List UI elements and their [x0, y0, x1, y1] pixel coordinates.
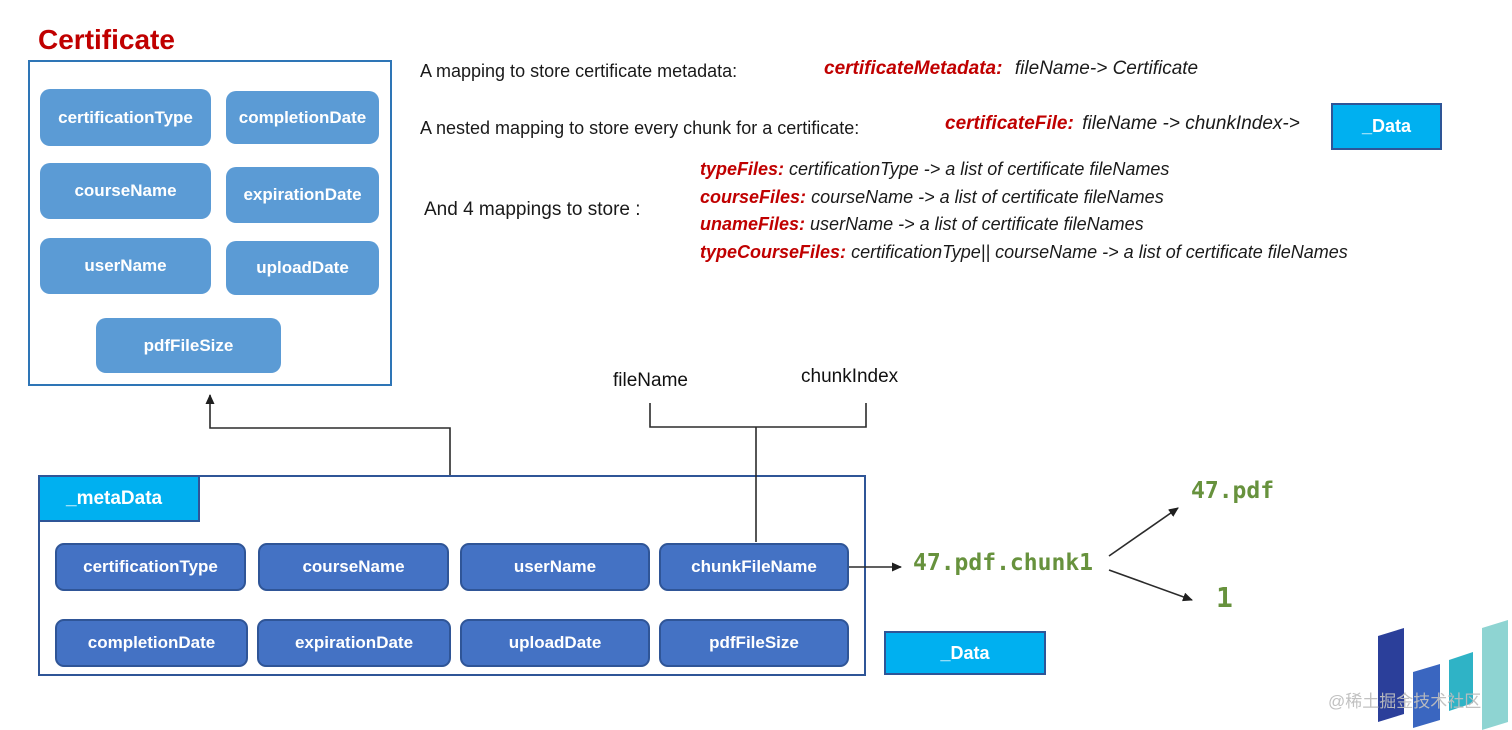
mapping-metadata-label: A mapping to store certificate metadata:: [420, 61, 738, 81]
certificate-field-completionDate: completionDate: [226, 91, 379, 144]
chunk-filename-example: 47.pdf.chunk1: [913, 550, 1094, 576]
bracket-fileName-chunkIndex: [649, 403, 867, 428]
bracket-label-chunkIndex: chunkIndex: [801, 366, 899, 387]
arrow-example-to-index: [1108, 569, 1193, 602]
logo-bar-3: [1449, 652, 1473, 711]
logo-bar-4: [1482, 620, 1508, 730]
mapping-unameFiles-key: unameFiles:: [700, 214, 806, 234]
mapping-unameFiles-value: userName -> a list of certificate fileNa…: [810, 214, 1144, 234]
mapping-typeCourseFiles-key: typeCourseFiles:: [700, 241, 847, 262]
arrow-metadata-to-certificate: [205, 394, 451, 475]
certificate-field-uploadDate: uploadDate: [226, 241, 379, 295]
metadata-field-userName: userName: [460, 543, 650, 591]
certificate-field-expirationDate: expirationDate: [226, 167, 379, 223]
mapping-typeFiles-key: typeFiles:: [700, 159, 785, 179]
metadata-field-courseName: courseName: [258, 543, 449, 591]
mapping-typeFiles: typeFiles: certificationType -> a list o…: [700, 156, 1348, 184]
metadata-tab: _metaData: [38, 475, 200, 522]
filename-example: 47.pdf: [1191, 478, 1275, 504]
chunk-index-example: 1: [1216, 581, 1233, 614]
mapping-typeFiles-value: certificationType -> a list of certifica…: [789, 159, 1170, 179]
certificate-field-certificationType: certificationType: [40, 89, 211, 146]
watermark-text: @稀土掘金技术社区: [1328, 692, 1482, 711]
certificate-field-courseName: courseName: [40, 163, 211, 219]
juejin-logo-icon: [1378, 620, 1508, 730]
mapping-typeCourseFiles: typeCourseFiles: certificationType|| cou…: [700, 239, 1348, 267]
mapping-file-definition: certificateFile: fileName -> chunkIndex-…: [945, 113, 1300, 135]
mapping-metadata-value: fileName-> Certificate: [1014, 58, 1199, 79]
mapping-file-value: fileName -> chunkIndex->: [1082, 113, 1300, 134]
data-box-top: _Data: [1331, 103, 1442, 150]
mapping-metadata-key: certificateMetadata:: [824, 58, 1003, 79]
metadata-field-chunkFileName: chunkFileName: [659, 543, 849, 591]
data-box-bottom: _Data: [884, 631, 1046, 675]
logo-bar-1: [1378, 628, 1404, 722]
mapping-file-label: A nested mapping to store every chunk fo…: [420, 118, 860, 138]
metadata-field-completionDate: completionDate: [55, 619, 248, 667]
mapping-courseFiles: courseFiles: courseName -> a list of cer…: [700, 184, 1348, 212]
mapping-file-key: certificateFile:: [945, 113, 1074, 134]
mapping-courseFiles-value: courseName -> a list of certificate file…: [811, 186, 1164, 207]
mapping-metadata-definition: certificateMetadata: fileName-> Certific…: [824, 58, 1198, 80]
metadata-field-certificationType: certificationType: [55, 543, 246, 591]
metadata-field-uploadDate: uploadDate: [460, 619, 650, 667]
certificate-field-userName: userName: [40, 238, 211, 294]
certificate-field-pdfFileSize: pdfFileSize: [96, 318, 281, 373]
logo-bar-2: [1413, 664, 1440, 728]
four-mappings-label: And 4 mappings to store :: [424, 199, 641, 220]
arrow-example-to-fileName: [1108, 507, 1179, 557]
certificate-struct-title: Certificate: [38, 24, 175, 55]
mapping-typeCourseFiles-value: certificationType|| courseName -> a list…: [851, 241, 1348, 262]
mapping-unameFiles: unameFiles: userName -> a list of certif…: [700, 211, 1348, 239]
mapping-courseFiles-key: courseFiles:: [700, 186, 807, 207]
four-mappings-list: typeFiles: certificationType -> a list o…: [700, 156, 1348, 266]
metadata-field-expirationDate: expirationDate: [257, 619, 451, 667]
bracket-label-fileName: fileName: [613, 370, 688, 391]
metadata-field-pdfFileSize: pdfFileSize: [659, 619, 849, 667]
